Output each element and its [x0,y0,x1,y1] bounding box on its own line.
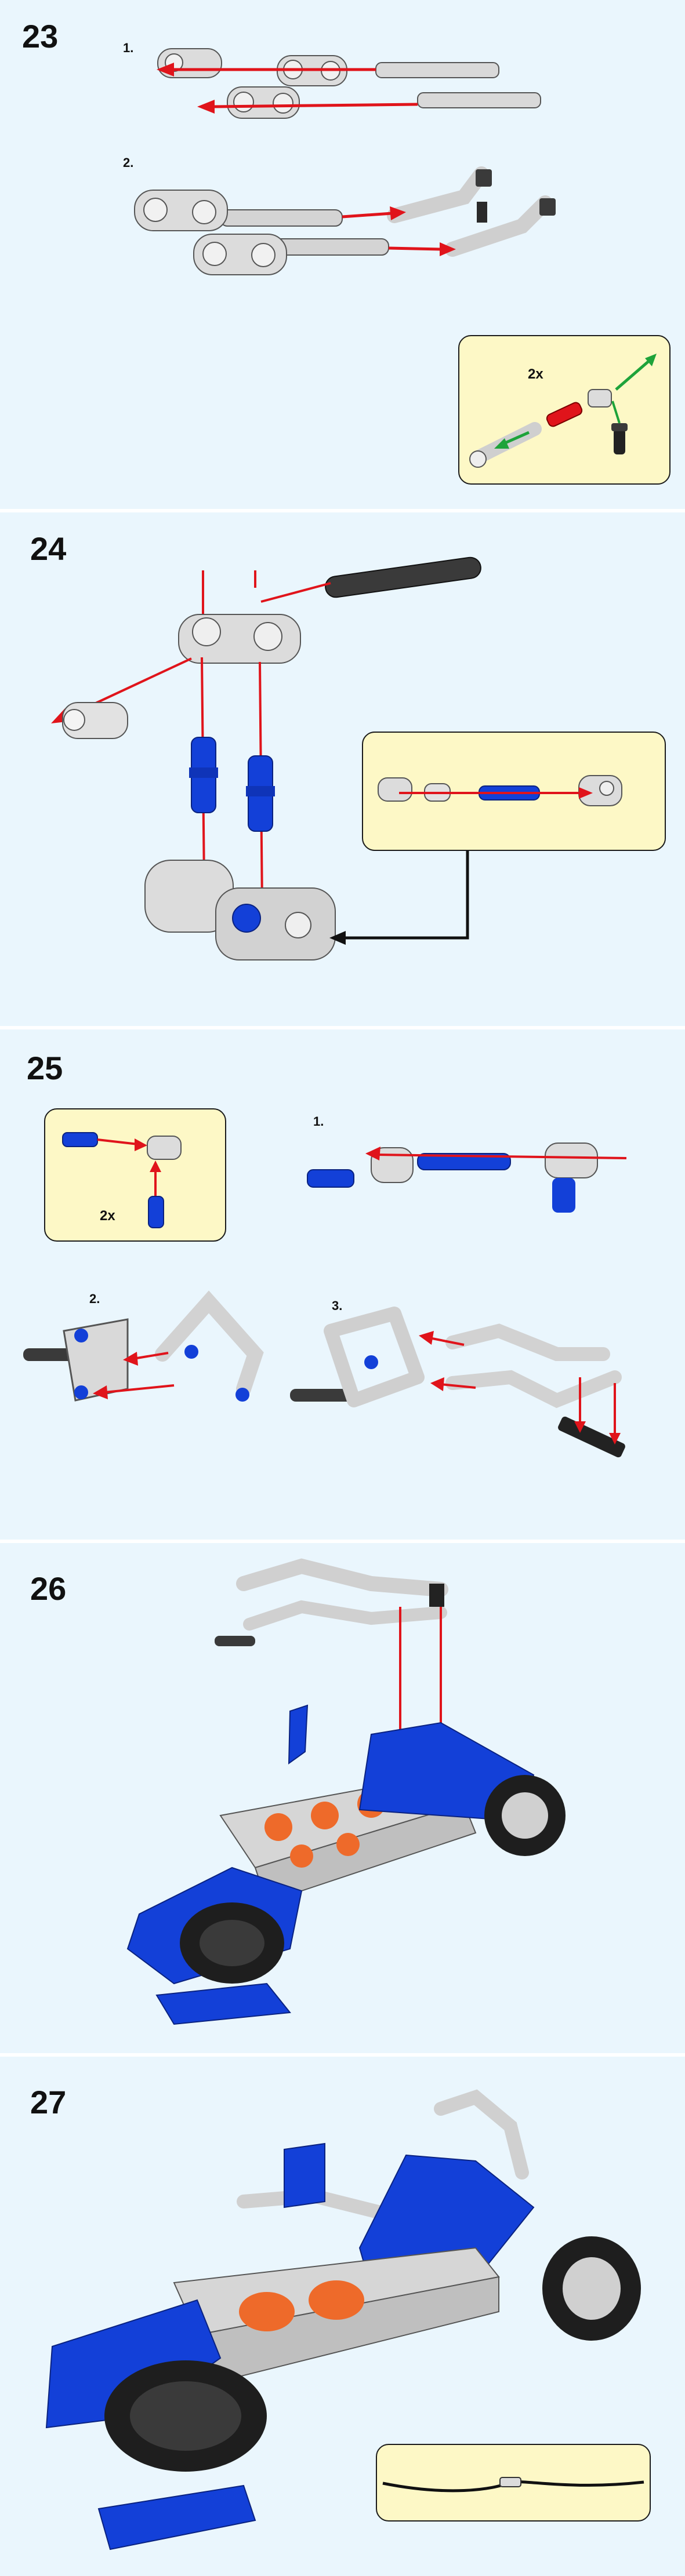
assembly-arrow [609,1383,621,1445]
grey-angle-connector [445,195,556,257]
grey-angle-connector [387,166,492,223]
sub-assembly-callout: 2x [458,335,670,485]
grey-connector-part [134,190,228,231]
assembly-arrow [399,787,593,799]
assembly-arrow [365,1147,627,1160]
step-24-illustration [51,556,481,960]
blue-bumper [155,1982,291,2025]
black-lever [558,1416,625,1458]
assembly-arrow [388,242,456,256]
assembly-arrow [342,206,406,220]
blue-pin [307,1169,354,1188]
dark-axle [325,556,481,598]
step-24-panel: 24 [0,512,685,1026]
grey-frame [324,1307,425,1407]
step-number: 27 [30,2084,67,2120]
step-divider [0,509,685,512]
callout-illustration [382,2477,644,2493]
grey-bushing [62,702,128,739]
grey-axle-long [375,62,499,78]
grey-cross-block [178,614,301,664]
grey-angle-connector [578,775,622,806]
grey-connector-part [227,86,300,119]
grey-angle-connector [371,1147,414,1183]
assembly-arrow [97,1138,147,1151]
blue-fender [288,1704,309,1764]
blue-pin [189,737,218,813]
chassis-body [219,1774,477,1904]
assembly-arrow [430,1377,476,1391]
assembly-arrow [197,100,418,114]
assembly-arrow [419,1331,465,1346]
blue-pin [148,1196,164,1228]
wheel [180,1902,284,1984]
green-arrow [611,401,621,424]
step-27-illustration [45,2089,641,2550]
substep-label: 2. [123,155,134,170]
chassis-body [173,2247,500,2382]
step-divider [0,1540,685,1543]
step-number: 26 [30,1570,67,1607]
step-26-panel: 26 [0,1543,685,2053]
sub-assembly-callout [362,732,666,851]
quantity-label: 2x [100,1208,115,1224]
callout-illustration [469,354,657,468]
grey-angle-connector [445,1323,622,1409]
grey-angle-connector [155,1290,264,1402]
callout-illustration [378,775,622,806]
substep-label: 2. [89,1291,100,1306]
grey-double-block [144,860,336,960]
blue-fender [284,2142,325,2208]
assembly-arrow [150,1160,161,1196]
wheel [484,1775,566,1856]
quantity-label: 2x [528,366,543,382]
red-pin [546,402,583,427]
sub-assembly-callout: 2x [44,1108,226,1242]
step-23-panel: 23 1. 2. [0,0,685,509]
callout-illustration [62,1132,182,1228]
step-number: 24 [30,530,67,567]
step-number: 23 [22,18,59,54]
grey-axle-long [220,209,343,227]
grey-angle-connector [147,1136,182,1160]
substep-label: 1. [313,1114,324,1129]
step-25-illustration [23,1143,627,1458]
grey-pin [588,389,612,407]
blue-pin [246,755,275,832]
assembly-arrow [93,1384,175,1399]
black-pin [611,423,628,454]
assembly-arrow [574,1377,586,1433]
assembly-arrow [157,63,376,77]
grey-frame [63,1318,129,1402]
pointer-line [329,851,469,945]
blue-bumper [97,2484,256,2550]
wheel [104,2360,267,2472]
substep-label: 3. [332,1298,343,1313]
step-26-illustration [126,1558,566,2025]
step-number: 25 [27,1050,63,1086]
step-27-panel: 27 [0,2057,685,2576]
assembly-arrow [123,1352,169,1366]
grey-angle-connector [378,777,412,802]
blue-axle [417,1153,511,1170]
green-arrow [615,354,657,391]
substep-label: 1. [123,41,134,55]
green-arrow [494,431,530,449]
step-divider [0,2053,685,2057]
step-divider [0,1026,685,1029]
grey-connector-part [193,234,287,275]
grey-axle-long [417,92,541,108]
step-25-panel: 25 1. 2. 3. 2x [0,1029,685,1540]
dark-axle [290,1389,354,1402]
grey-angle-connector [545,1143,598,1213]
black-cable [382,2477,644,2493]
step-23-illustration [134,48,556,275]
grey-arm-assembly [215,1558,448,1646]
cable-tie-callout [376,2444,651,2522]
wheel [542,2236,641,2341]
